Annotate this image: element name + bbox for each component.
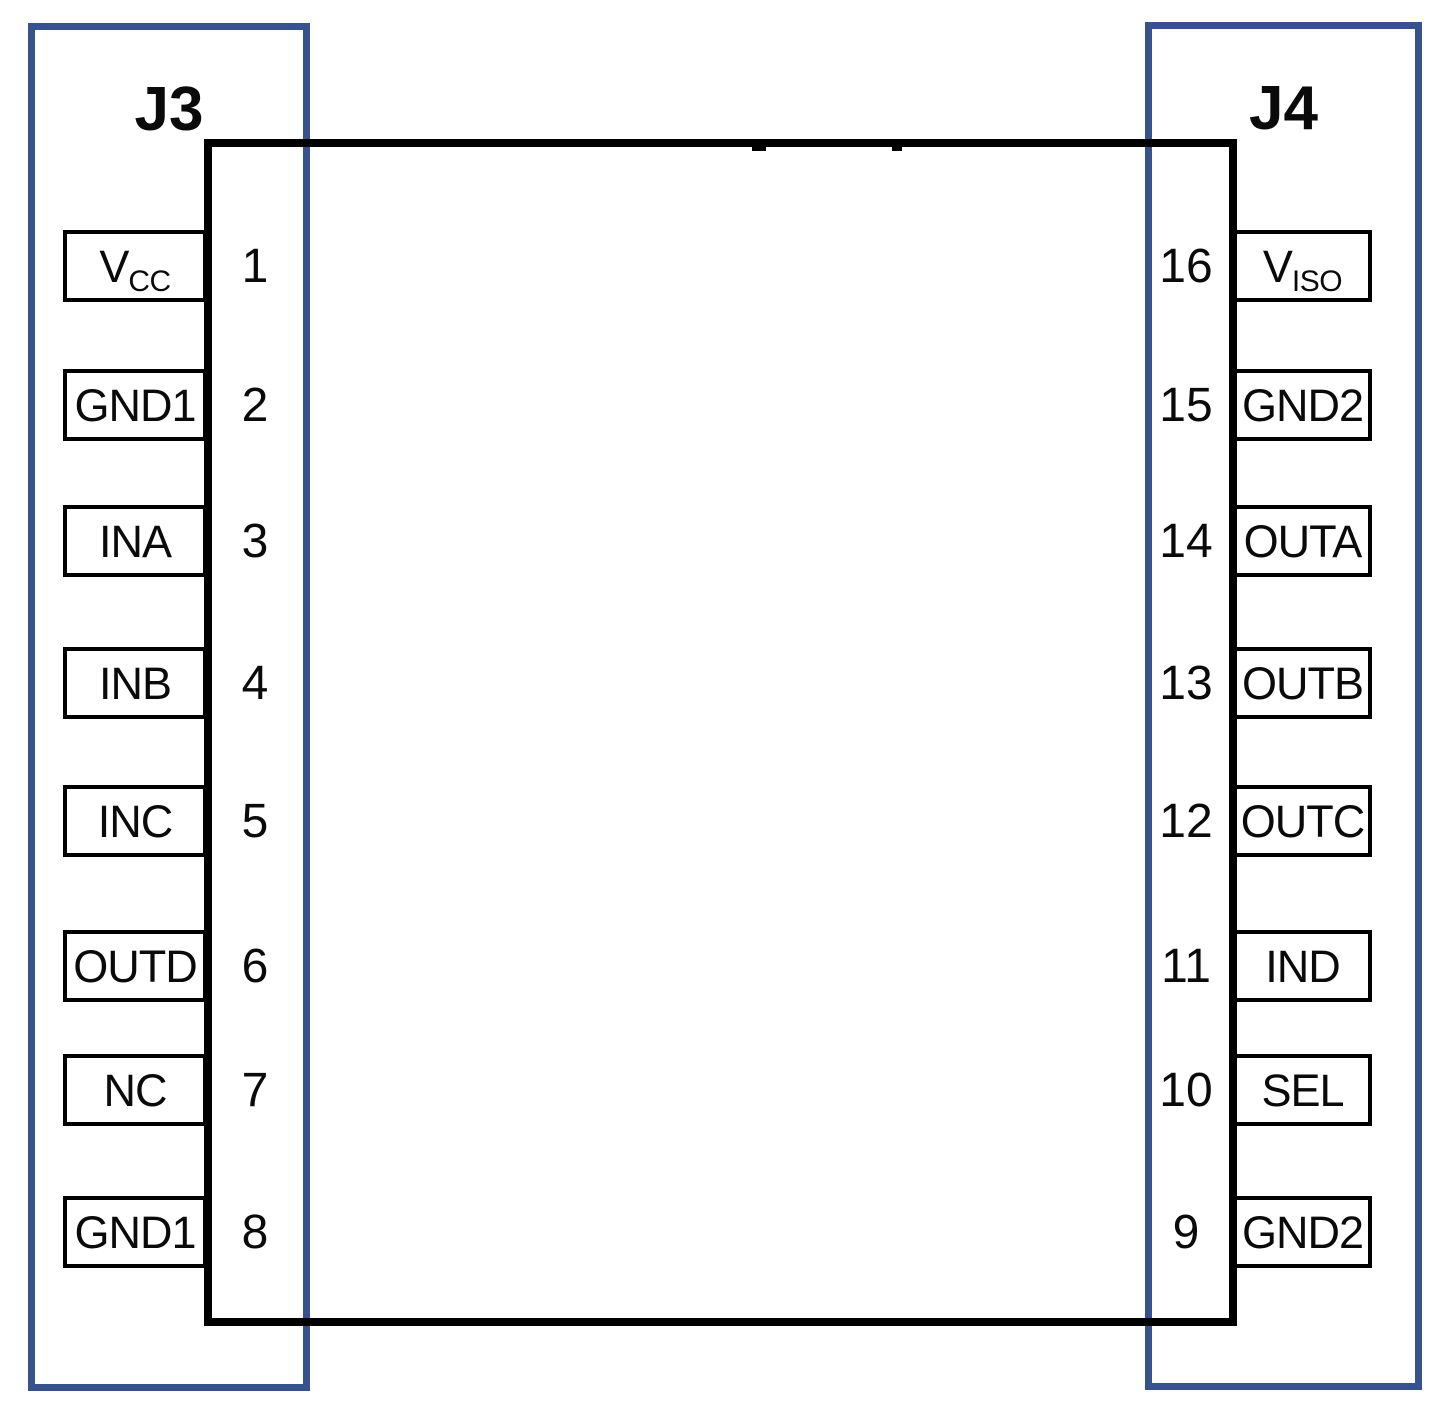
pin-1-number: 1 [241, 239, 269, 293]
pin-2-label: GND1 [74, 379, 196, 431]
pin-7-label-box: NC [63, 1054, 207, 1126]
pin-12-number: 12 [1159, 794, 1213, 848]
pin-1-label-subscript: CC [128, 264, 171, 298]
pin-15-label: GND2 [1241, 379, 1364, 431]
pin-4-label: INB [98, 657, 172, 709]
pin-9-label: GND2 [1241, 1206, 1364, 1258]
pin-5-number: 5 [241, 794, 269, 848]
pin-12-label-box: OUTC [1233, 785, 1372, 857]
connector-j3-outline: J3 [28, 23, 310, 1391]
pin-13-label-box: OUTB [1233, 647, 1372, 719]
pin-1-label-box: VCC [63, 230, 207, 302]
pin-11-label-box: IND [1233, 930, 1372, 1002]
pin-8-number: 8 [241, 1205, 269, 1259]
pin-4-label-box: INB [63, 647, 207, 719]
pin-14-label-box: OUTA [1233, 505, 1372, 577]
pin-10-label: SEL [1261, 1064, 1344, 1116]
pin-15-label-box: GND2 [1233, 369, 1372, 441]
pin-16-label-subscript: ISO [1291, 264, 1343, 298]
pin-16-label-box: VISO [1233, 230, 1372, 302]
pin-1-label: VCC [99, 240, 171, 298]
pin-7-label: NC [103, 1064, 168, 1116]
pin-12-label: OUTC [1240, 795, 1365, 847]
pin-9-label-box: GND2 [1233, 1196, 1372, 1268]
pin-2-label-box: GND1 [63, 369, 207, 441]
top-edge-mark [752, 146, 766, 151]
pin-2-number: 2 [241, 378, 269, 432]
pin-14-label: OUTA [1243, 515, 1363, 567]
pin-6-label: OUTD [73, 940, 197, 992]
pin-16-number: 16 [1159, 239, 1213, 293]
pin-10-label-box: SEL [1233, 1054, 1372, 1126]
pin-5-label-box: INC [63, 785, 207, 857]
connector-j3-label: J3 [134, 75, 204, 144]
connector-j4-label: J4 [1249, 74, 1318, 143]
pin-8-label-box: GND1 [63, 1196, 207, 1268]
pin-3-number: 3 [241, 514, 269, 568]
pin-3-label-box: INA [63, 505, 207, 577]
pin-13-label: OUTB [1241, 657, 1364, 709]
pin-7-number: 7 [241, 1063, 269, 1117]
pin-4-number: 4 [241, 656, 269, 710]
top-edge-mark [892, 146, 902, 151]
pin-8-label: GND1 [74, 1206, 196, 1258]
connector-j4-outline: J4 [1145, 22, 1422, 1390]
pin-5-label: INC [97, 795, 173, 847]
pin-13-number: 13 [1159, 656, 1213, 710]
pin-11-label: IND [1265, 940, 1340, 992]
pin-10-number: 10 [1159, 1063, 1213, 1117]
pin-11-number: 11 [1161, 939, 1211, 993]
pin-15-number: 15 [1159, 378, 1213, 432]
pin-9-number: 9 [1172, 1205, 1200, 1259]
pin-14-number: 14 [1159, 514, 1213, 568]
pin-6-label-box: OUTD [63, 930, 207, 1002]
pin-16-label: VISO [1262, 240, 1343, 298]
pin-6-number: 6 [241, 939, 269, 993]
pin-3-label: INA [98, 515, 172, 567]
ic-body-outline [204, 139, 1237, 1326]
